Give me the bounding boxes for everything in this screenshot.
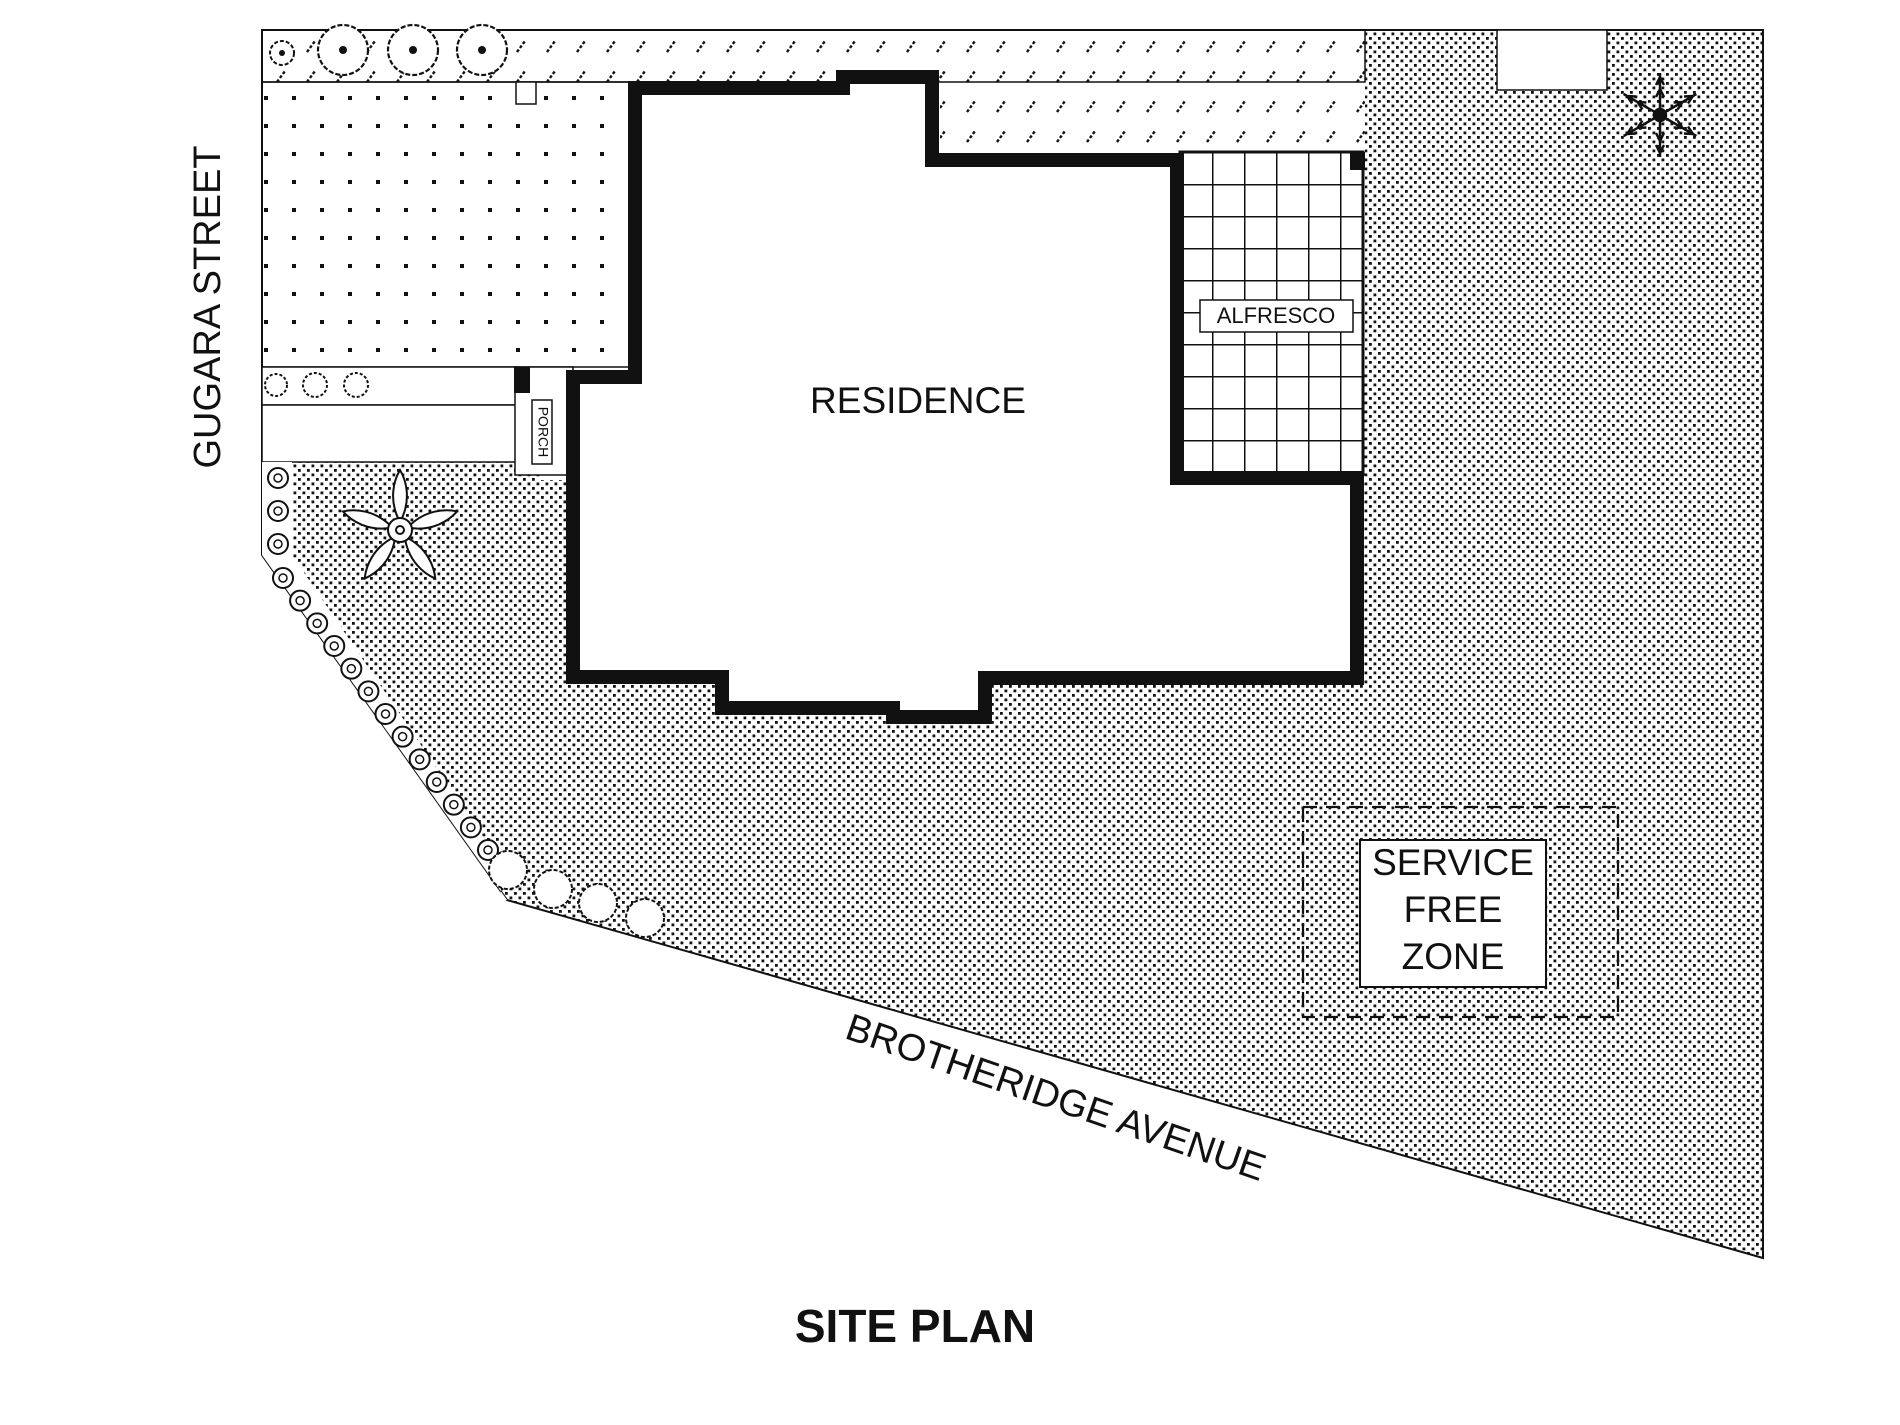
boundary-hedge-bed <box>262 462 507 900</box>
shrub-center-icon <box>409 46 417 54</box>
hedge-plant-center-icon <box>329 641 339 651</box>
hedge-plant-center-icon <box>278 573 288 583</box>
hedge-plant-center-icon <box>483 845 493 855</box>
fern-plant-icon <box>1623 73 1697 157</box>
shrub-icon <box>264 373 288 397</box>
service-free-zone-line-2: FREE <box>1404 889 1503 930</box>
rear-fixture <box>1496 29 1608 91</box>
hedge-plant-icon <box>408 748 431 771</box>
hedge-plant-center-icon <box>466 822 476 833</box>
hedge-plant-icon <box>323 635 346 657</box>
service-free-zone-boundary <box>1301 805 1620 1019</box>
hedge-plant-center-icon <box>273 473 283 483</box>
service-free-zone-line-3: ZONE <box>1402 936 1505 977</box>
hedge-plant-icon <box>267 500 289 522</box>
hedge-plant-center-icon <box>380 709 391 719</box>
feature-plant-icon <box>341 468 459 581</box>
residence-footprint <box>566 70 1364 724</box>
alfresco-post <box>1350 152 1365 170</box>
north-hatched-strip <box>261 29 1366 83</box>
residence-label: RESIDENCE <box>810 380 1026 421</box>
hedge-plant-center-icon <box>273 539 283 549</box>
hedge-plant-icon <box>374 703 397 725</box>
service-free-zone-label-box <box>1359 839 1547 988</box>
porch-label: PORCH <box>535 407 551 458</box>
hedge-plant-center-icon <box>346 663 357 674</box>
hedge-plant-icon <box>289 589 312 612</box>
porch-label-box <box>531 399 553 465</box>
hedge-plant-icon <box>267 533 289 555</box>
garden-strip <box>261 366 518 406</box>
alfresco-label-box <box>1199 299 1354 333</box>
hedge-plant-center-icon <box>363 686 374 697</box>
street-label-west: GUGARA STREET <box>187 145 229 468</box>
boundary-hedge <box>267 467 499 861</box>
shrub-center-icon <box>478 46 486 54</box>
front-path <box>261 404 518 463</box>
service-free-zone-line-1: SERVICE <box>1372 842 1534 883</box>
hedge-plant-icon <box>267 467 289 489</box>
hedge-plant-icon <box>391 725 414 748</box>
north-hatched-side <box>940 82 1365 150</box>
shrub-icon <box>533 869 573 909</box>
hedge-plant-icon <box>306 612 329 635</box>
shrub-center-icon <box>279 50 285 56</box>
hedge-plant-center-icon <box>273 506 283 516</box>
hedge-plant-center-icon <box>449 799 459 810</box>
north-shrubs <box>269 23 509 77</box>
drawing-title: SITE PLAN <box>795 1300 1035 1352</box>
shrub-icon <box>343 372 369 398</box>
hedge-plant-center-icon <box>414 754 425 765</box>
path-fixture <box>515 81 537 105</box>
south-shrubs <box>488 850 665 938</box>
shrub-icon <box>488 850 528 890</box>
porch-pillar <box>514 367 530 393</box>
hedge-plant-center-icon <box>432 777 442 787</box>
hedge-plant-icon <box>340 657 363 680</box>
garden-strip-shrubs <box>264 372 369 398</box>
shrub-center-icon <box>339 46 347 54</box>
hedge-plant-icon <box>272 567 294 589</box>
shrub-icon <box>302 372 328 398</box>
alfresco-label: ALFRESCO <box>1217 303 1336 328</box>
hedge-plant-icon <box>477 839 499 861</box>
hedge-plant-icon <box>442 793 465 816</box>
hedge-plant-center-icon <box>397 731 408 742</box>
hedge-plant-icon <box>459 816 482 839</box>
shrub-icon <box>578 883 618 923</box>
driveway <box>261 81 633 368</box>
hedge-plant-center-icon <box>295 595 305 606</box>
hedge-plant-icon <box>425 771 448 793</box>
shrub-icon <box>625 898 665 938</box>
hedge-plant-icon <box>357 680 380 703</box>
hedge-plant-center-icon <box>312 618 322 629</box>
